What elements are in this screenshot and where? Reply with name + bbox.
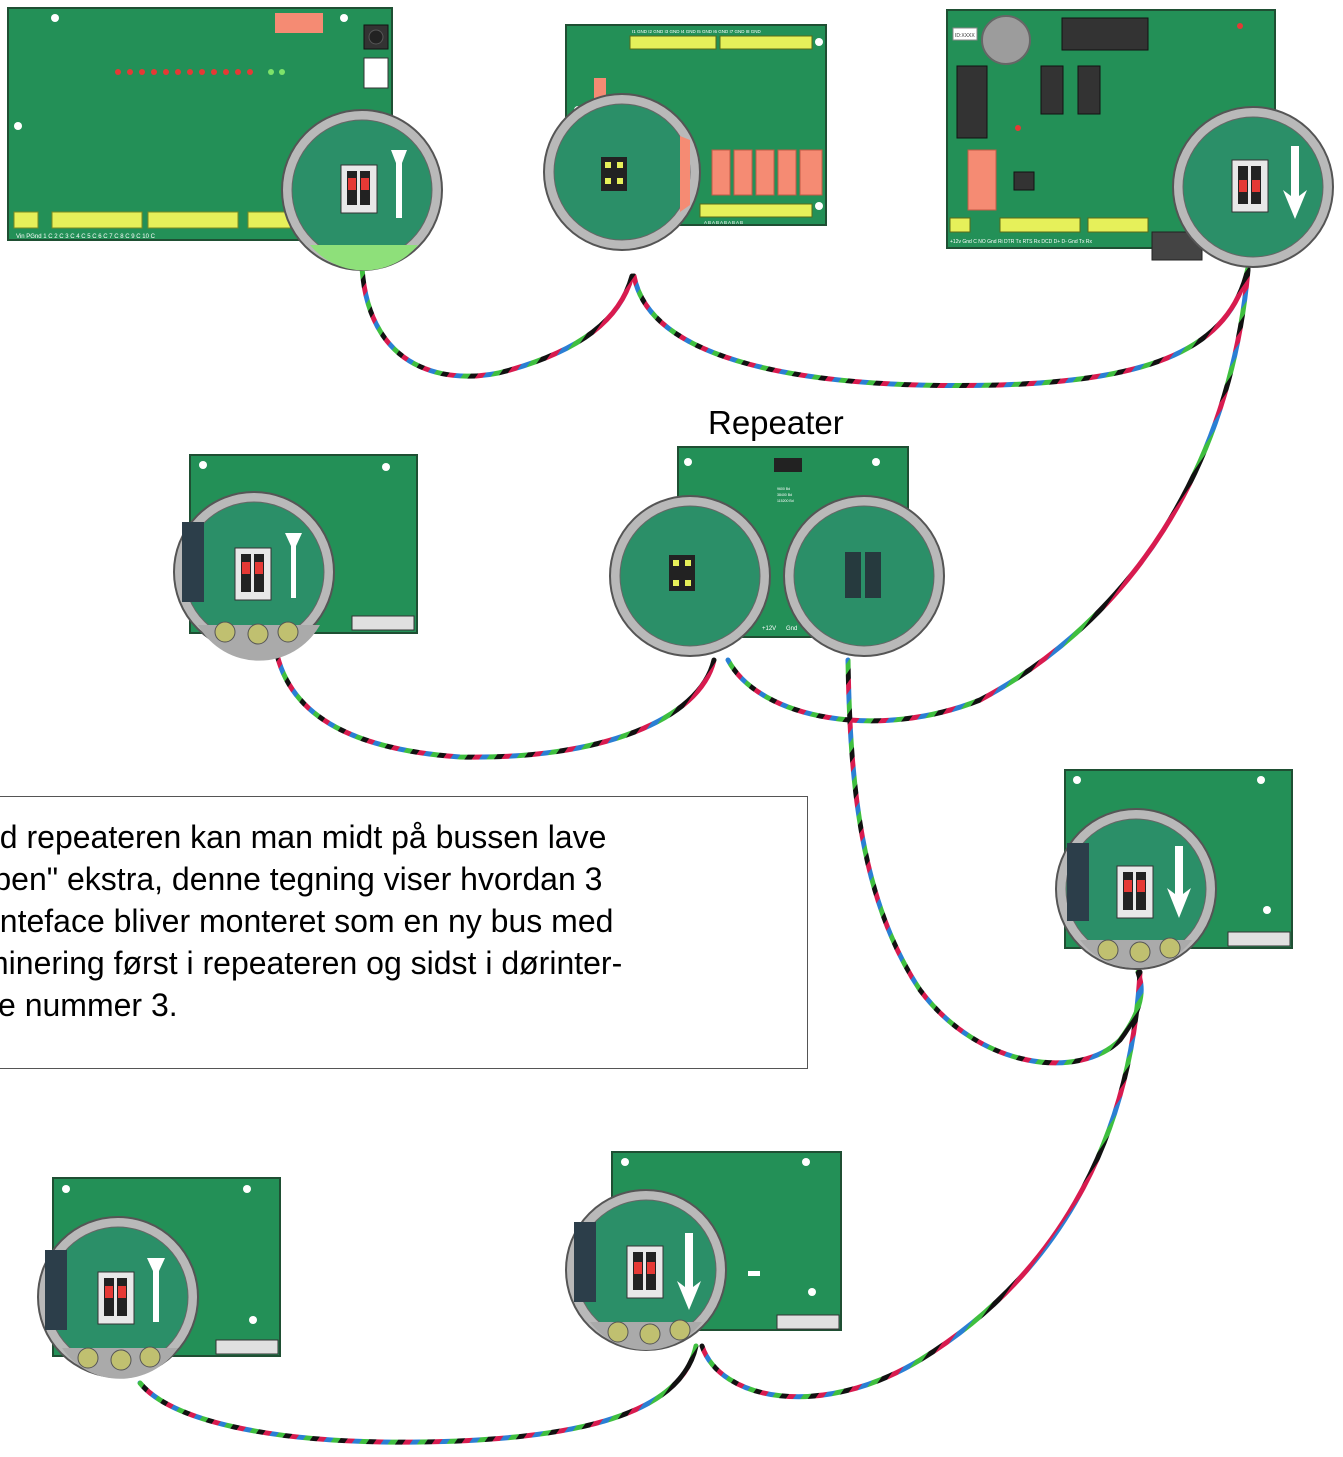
lens-controller-switch <box>281 109 443 271</box>
modem-id-label: ID:XXXX <box>955 33 975 39</box>
lens-relay-jumper <box>543 93 701 251</box>
lens-repeater-jumper-off <box>783 495 945 657</box>
lens-door2-switch <box>1055 808 1217 970</box>
termination-off-arrow-icon <box>1283 146 1307 219</box>
description-box <box>0 796 808 1069</box>
termination-off-arrow-icon <box>1167 846 1191 918</box>
svg-text:9600 Bd: 9600 Bd <box>777 487 790 491</box>
lens-door1-switch <box>173 491 335 661</box>
svg-text:Gnd: Gnd <box>786 626 797 632</box>
cable-modem-to-repeater <box>725 267 1251 724</box>
lens-modem-switch <box>1172 106 1334 268</box>
cable-controller-to-relay <box>359 265 635 379</box>
repeater-title: Repeater <box>708 404 844 441</box>
lens-door3-switch <box>37 1216 199 1379</box>
termination-on-icon <box>147 1258 165 1322</box>
svg-text:115200 Bd: 115200 Bd <box>777 499 794 503</box>
cable-door4-to-door3 <box>137 1343 699 1445</box>
description-text: ed repeateren kan man midt på bussen lav… <box>0 819 623 1023</box>
svg-text:A B A B A B A B: A B A B A B A B A B <box>704 220 743 225</box>
cable-door2-to-door4 <box>699 969 1143 1400</box>
svg-text:38400 Bd: 38400 Bd <box>777 493 792 497</box>
red-led-row <box>115 69 253 75</box>
termination-on-icon <box>391 150 407 218</box>
lens-door4-switch <box>565 1189 727 1351</box>
cable-relay-to-modem <box>631 265 1251 388</box>
cable-repeater-to-door1 <box>273 647 717 760</box>
termination-on-icon <box>285 533 302 598</box>
svg-text:I1 GND I2 GND I3 GND I4: I1 GND I2 GND I3 GND I4 GND I5 GND I6 GN… <box>632 29 762 34</box>
svg-text:+12V: +12V <box>762 626 776 632</box>
controller-terminal-labels: Vin PGnd 1 C 2 C 3 C 4 C 5 C 6 C 7 C 8 C… <box>16 234 156 240</box>
cable-repeater-to-door2 <box>845 657 1144 1066</box>
termination-off-arrow-icon <box>677 1233 701 1310</box>
svg-text:+12v Gnd C NO Gnd Ri DTR: +12v Gnd C NO Gnd Ri DTR Tx RTS Rx DCD D… <box>950 239 1092 245</box>
modem-board: ID:XXXX +12v Gnd C NO Gnd Ri DTR Tx RTS … <box>946 9 1276 261</box>
lens-repeater-jumper-on <box>609 495 771 657</box>
bus-cables <box>137 265 1251 1445</box>
